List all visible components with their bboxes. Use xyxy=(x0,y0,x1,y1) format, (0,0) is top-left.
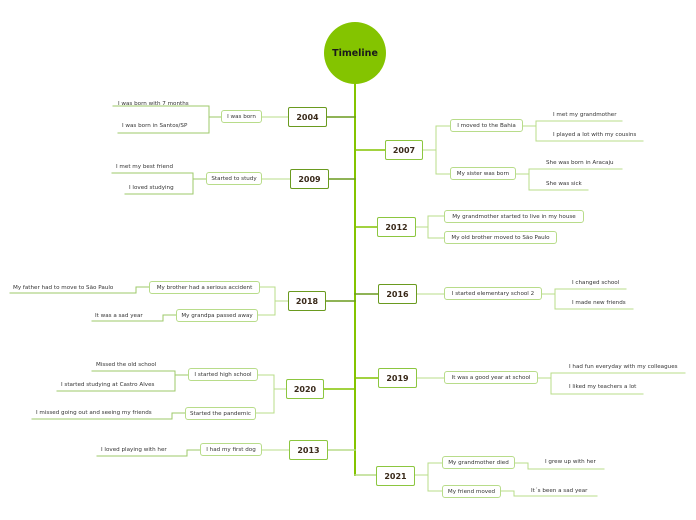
detail-born-santos[interactable]: I was born in Santos/SP xyxy=(122,123,188,129)
topic-grandmother-died[interactable]: My grandmother died xyxy=(442,456,515,469)
detail-new-friends[interactable]: I made new friends xyxy=(572,300,626,306)
detail-born-aracaju[interactable]: She was born in Aracaju xyxy=(546,160,614,166)
topic-started-to-study[interactable]: Started to study xyxy=(206,172,262,185)
topic-label: My brother had a serious accident xyxy=(156,284,253,291)
topic-friend-moved[interactable]: My friend moved xyxy=(442,485,501,498)
detail-born-7-months[interactable]: I was born with 7 months xyxy=(118,101,189,107)
year-node-2007[interactable]: 2007 xyxy=(385,140,423,160)
year-label: 2009 xyxy=(298,174,321,184)
year-node-2016[interactable]: 2016 xyxy=(378,284,417,304)
year-node-2019[interactable]: 2019 xyxy=(378,368,417,388)
topic-label: Started the pandemic xyxy=(190,410,251,417)
year-node-2013[interactable]: 2013 xyxy=(289,440,328,460)
detail-been-sad-year[interactable]: It´s been a sad year xyxy=(531,488,588,494)
year-node-2012[interactable]: 2012 xyxy=(377,217,416,237)
topic-label: My sister was born xyxy=(456,170,510,177)
detail-best-friend[interactable]: I met my best friend xyxy=(116,164,174,170)
year-node-2021[interactable]: 2021 xyxy=(376,466,415,486)
root-title: Timeline xyxy=(332,47,378,59)
topic-label: My grandmother started to live in my hou… xyxy=(452,213,576,220)
topic-label: My old brother moved to São Paulo xyxy=(451,234,550,241)
topic-label: My grandmother died xyxy=(448,459,509,466)
topic-grandmother-live[interactable]: My grandmother started to live in my hou… xyxy=(444,210,584,223)
year-label: 2004 xyxy=(296,112,319,122)
year-label: 2020 xyxy=(293,384,317,394)
topic-label: It was a good year at school xyxy=(451,374,531,381)
topic-label: I started elementary school 2 xyxy=(451,290,535,297)
year-label: 2016 xyxy=(386,289,409,299)
topic-high-school[interactable]: I started high school xyxy=(188,368,258,381)
topic-grandpa-passed[interactable]: My grandpa passed away xyxy=(176,309,258,322)
year-label: 2018 xyxy=(295,296,319,306)
topic-label: I had my first dog xyxy=(206,446,256,453)
topic-brother-accident[interactable]: My brother had a serious accident xyxy=(149,281,260,294)
year-node-2009[interactable]: 2009 xyxy=(290,169,329,189)
detail-missed-friends[interactable]: I missed going out and seeing my friends xyxy=(36,410,152,416)
year-node-2018[interactable]: 2018 xyxy=(288,291,326,311)
detail-changed-school[interactable]: I changed school xyxy=(572,280,620,286)
year-label: 2013 xyxy=(297,445,320,455)
detail-fun-colleagues[interactable]: I had fun everyday with my colleagues xyxy=(569,364,678,370)
detail-she-was-sick[interactable]: She was sick xyxy=(546,181,582,187)
root-node-timeline[interactable]: Timeline xyxy=(324,22,386,84)
topic-label: I was born xyxy=(227,113,256,120)
detail-grew-up-with-her[interactable]: I grew up with her xyxy=(545,459,596,465)
topic-pandemic[interactable]: Started the pandemic xyxy=(185,407,256,420)
topic-i-was-born[interactable]: I was born xyxy=(221,110,262,123)
year-label: 2012 xyxy=(385,222,408,232)
topic-elementary-school[interactable]: I started elementary school 2 xyxy=(444,287,542,300)
detail-met-grandmother[interactable]: I met my grandmother xyxy=(553,112,617,118)
year-node-2020[interactable]: 2020 xyxy=(286,379,324,399)
detail-sad-year[interactable]: It was a sad year xyxy=(95,313,143,319)
topic-sister-born[interactable]: My sister was born xyxy=(450,167,516,180)
topic-moved-to-bahia[interactable]: I moved to the Bahia xyxy=(450,119,523,132)
topic-good-year-school[interactable]: It was a good year at school xyxy=(444,371,538,384)
topic-label: My friend moved xyxy=(447,488,496,495)
topic-brother-moved[interactable]: My old brother moved to São Paulo xyxy=(444,231,557,244)
year-node-2004[interactable]: 2004 xyxy=(288,107,327,127)
topic-label: Started to study xyxy=(211,175,257,182)
topic-label: I moved to the Bahia xyxy=(457,122,516,129)
detail-loved-studying[interactable]: I loved studying xyxy=(129,185,174,191)
detail-father-moved[interactable]: My father had to move to São Paulo xyxy=(13,285,114,291)
detail-playing-with-her[interactable]: I loved playing with her xyxy=(101,447,167,453)
year-label: 2007 xyxy=(392,145,416,155)
detail-castro-alves[interactable]: I started studying at Castro Alves xyxy=(61,382,155,388)
detail-played-cousins[interactable]: I played a lot with my cousins xyxy=(553,132,637,138)
year-label: 2019 xyxy=(386,373,409,383)
detail-liked-teachers[interactable]: I liked my teachers a lot xyxy=(569,384,637,390)
topic-label: I started high school xyxy=(194,371,252,378)
topic-first-dog[interactable]: I had my first dog xyxy=(200,443,262,456)
detail-missed-old-school[interactable]: Missed the old school xyxy=(96,362,157,368)
year-label: 2021 xyxy=(384,471,407,481)
topic-label: My grandpa passed away xyxy=(181,312,253,319)
